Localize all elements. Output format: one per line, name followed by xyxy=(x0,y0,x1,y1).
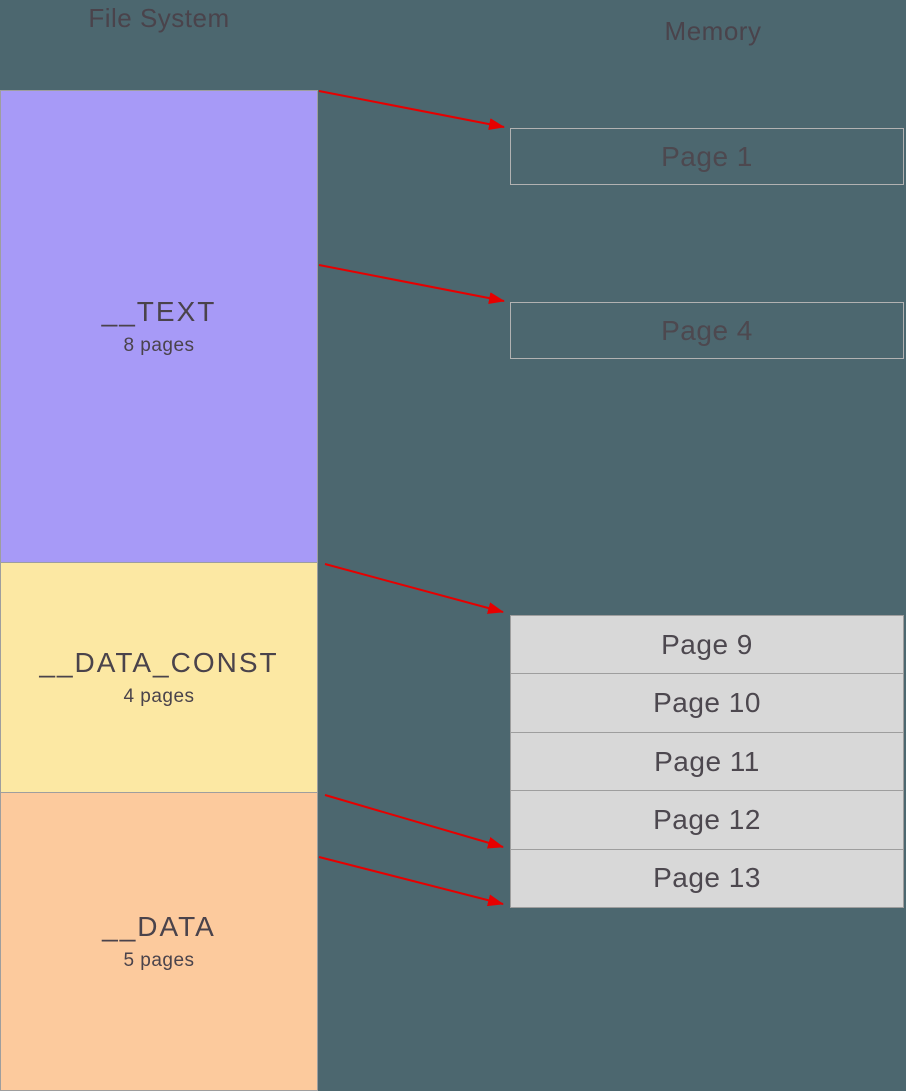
segment-data-name: __DATA xyxy=(102,911,216,942)
segment-data: __DATA 5 pages xyxy=(0,792,318,1091)
memory-title: Memory xyxy=(664,16,762,46)
arrow-dataconst-to-page9 xyxy=(324,563,504,614)
segment-data-const-name: __DATA_CONST xyxy=(39,647,279,678)
file-system-title: File System xyxy=(88,3,230,33)
page-stack: Page 9 Page 10 Page 11 Page 12 Page 13 xyxy=(510,615,904,908)
page-frame-1: Page 1 xyxy=(510,128,904,185)
segment-text-size: 8 pages xyxy=(123,335,195,356)
page-row-11: Page 11 xyxy=(511,731,903,791)
segment-data-size: 5 pages xyxy=(123,950,195,971)
arrow-text-to-page4 xyxy=(318,264,505,305)
segment-text-name: __TEXT xyxy=(101,296,217,327)
page-row-12: Page 12 xyxy=(511,790,903,849)
page-row-13: Page 13 xyxy=(511,848,903,908)
page-frame-4: Page 4 xyxy=(510,302,904,359)
segment-text: __TEXT 8 pages xyxy=(0,90,318,563)
arrow-data-to-page13-top xyxy=(324,794,504,849)
page-row-10: Page 10 xyxy=(511,673,903,732)
arrow-data-to-page13-bottom xyxy=(318,856,504,907)
segment-data-const-size: 4 pages xyxy=(123,686,195,707)
segment-data-const: __DATA_CONST 4 pages xyxy=(0,562,318,793)
arrow-text-to-page1 xyxy=(318,90,505,131)
page-row-9: Page 9 xyxy=(511,616,903,674)
